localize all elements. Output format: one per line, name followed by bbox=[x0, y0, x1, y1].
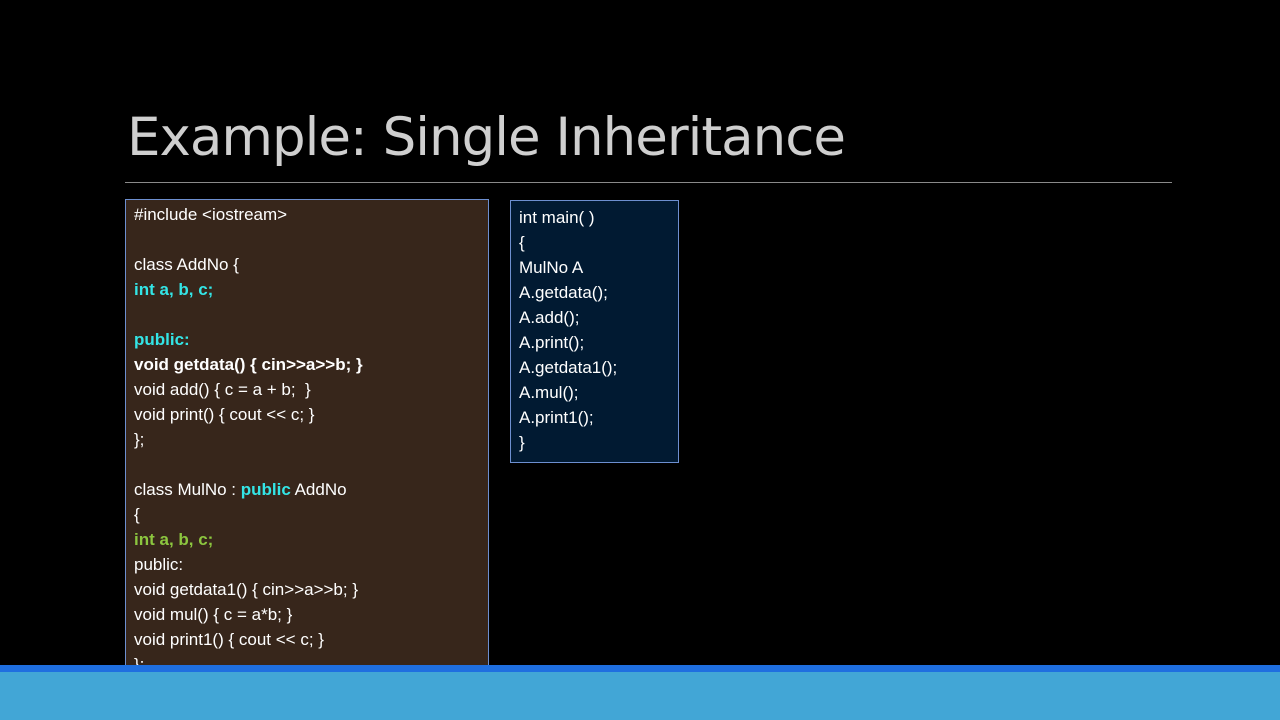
class-definitions-code-block: #include <iostream> class AddNo { int a, b… bbox=[125, 199, 489, 689]
code-line-class-addno: class AddNo { bbox=[134, 255, 239, 274]
code-line-add: void add() { c = a + b; } bbox=[134, 380, 311, 399]
class-mulno-prefix: class MulNo : bbox=[134, 480, 241, 499]
code-line-include: #include <iostream> bbox=[134, 205, 288, 224]
class-mulno-access: public bbox=[240, 480, 291, 499]
code-line-blank bbox=[134, 302, 488, 327]
code-line-addno-members: int a, b, c; bbox=[134, 280, 214, 299]
class-mulno-suffix: AddNo bbox=[290, 480, 347, 499]
code-line-public-label: public: bbox=[134, 330, 190, 349]
main-code-line: int main( ) bbox=[519, 208, 595, 227]
code-line-getdata1: void getdata1() { cin>>a>>b; } bbox=[134, 580, 359, 599]
code-line-mul: void mul() { c = a*b; } bbox=[134, 605, 293, 624]
title-divider bbox=[125, 182, 1172, 183]
main-function-code-block: int main( ) { MulNo A A.getdata(); A.add(); A… bbox=[510, 200, 679, 463]
code-line-open-brace: { bbox=[134, 505, 140, 524]
footer-accent-bar bbox=[0, 665, 1280, 672]
main-code-line: A.add(); bbox=[519, 308, 580, 327]
main-code-line: A.mul(); bbox=[519, 383, 579, 402]
main-code-line: MulNo A bbox=[519, 258, 584, 277]
main-code-line: } bbox=[519, 433, 525, 452]
footer-band bbox=[0, 672, 1280, 720]
code-line-print1: void print1() { cout << c; } bbox=[134, 630, 324, 649]
code-line-close-mulno: }; bbox=[134, 652, 488, 677]
code-line-blank bbox=[134, 452, 488, 477]
main-code-line: A.getdata1(); bbox=[519, 358, 618, 377]
code-line-mulno-public: public: bbox=[134, 555, 184, 574]
main-code-line: A.print(); bbox=[519, 333, 585, 352]
code-line-class-mulno: class MulNo : public AddNo bbox=[134, 477, 488, 502]
code-line-getdata: void getdata() { cin>>a>>b; } bbox=[134, 355, 363, 374]
main-code-line: { bbox=[519, 233, 525, 252]
code-line-print: void print() { cout << c; } bbox=[134, 405, 315, 424]
slide-title: Example: Single Inheritance bbox=[127, 107, 846, 168]
main-code-line: A.getdata(); bbox=[519, 283, 608, 302]
code-line-blank bbox=[134, 227, 488, 252]
code-line-mulno-members: int a, b, c; bbox=[134, 530, 214, 549]
code-line-close-addno: }; bbox=[134, 430, 145, 449]
main-code-line: A.print1(); bbox=[519, 408, 594, 427]
